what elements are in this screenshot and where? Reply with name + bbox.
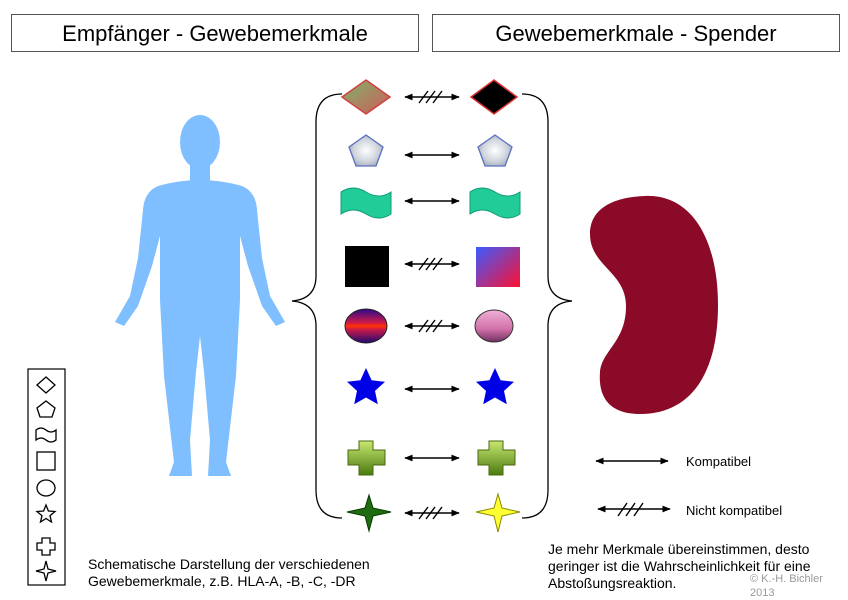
diamond-icon xyxy=(36,376,56,394)
probability-note-line2: geringer ist die Wahrscheinlichkeit für … xyxy=(548,558,811,574)
schematic-note-line2: Gewebemerkmale, z.B. HLA-A, -B, -C, -DR xyxy=(88,573,356,589)
wave-flag-icon xyxy=(340,187,392,219)
pentagon-icon xyxy=(348,134,384,167)
left-brace xyxy=(291,93,343,519)
cross-icon xyxy=(477,440,516,476)
pentagon-icon xyxy=(477,134,513,167)
incompatible-hatch xyxy=(418,319,443,333)
recipient-shapes xyxy=(340,79,392,533)
star-icon xyxy=(347,368,385,405)
cross-icon xyxy=(347,440,386,476)
four-point-star-icon xyxy=(346,493,392,533)
circle-icon xyxy=(36,479,56,497)
schematic-note: Schematische Darstellung der verschieden… xyxy=(88,556,408,590)
circle-icon xyxy=(344,308,388,344)
recipient-header: Empfänger - Gewebemerkmale xyxy=(11,14,419,52)
cross-icon xyxy=(36,537,56,556)
wave-flag-icon xyxy=(469,187,521,219)
relation-arrows xyxy=(404,90,460,520)
copyright-line1: © K.-H. Bichler xyxy=(750,573,823,585)
pentagon-icon xyxy=(36,400,56,418)
star-icon xyxy=(476,368,514,405)
square-icon xyxy=(476,247,520,287)
circle-icon xyxy=(474,309,514,343)
shape-legend-icons xyxy=(35,376,57,582)
right-brace xyxy=(521,93,573,519)
human-silhouette xyxy=(115,115,285,476)
diamond-icon xyxy=(340,79,392,115)
legend-incompatible-hatch xyxy=(617,502,644,517)
square-icon xyxy=(36,451,56,471)
probability-note: Je mehr Merkmale übereinstimmen, desto g… xyxy=(548,541,848,592)
incompatible-hatch xyxy=(418,506,443,520)
four-point-star-icon xyxy=(35,560,57,582)
legend-incompatible-label: Nicht kompatibel xyxy=(686,503,783,518)
copyright-note: © K.-H. Bichler 2013 xyxy=(750,572,823,600)
diamond-icon xyxy=(469,79,519,115)
incompatible-hatch xyxy=(418,90,443,104)
schematic-note-line1: Schematische Darstellung der verschieden… xyxy=(88,556,370,572)
probability-note-line3: Abstoßungsreaktion. xyxy=(548,575,677,591)
probability-note-line1: Je mehr Merkmale übereinstimmen, desto xyxy=(548,541,810,557)
donor-header: Gewebemerkmale - Spender xyxy=(432,14,840,52)
star-icon xyxy=(35,503,57,524)
incompatible-hatch xyxy=(418,257,443,271)
four-point-star-icon xyxy=(475,492,521,533)
legend-compatible-label: Kompatibel xyxy=(686,454,752,469)
kidney-shape xyxy=(590,195,718,414)
shape-legend-box xyxy=(27,368,66,586)
wave-flag-icon xyxy=(35,427,57,443)
donor-shapes xyxy=(469,79,521,533)
square-icon xyxy=(345,246,389,287)
copyright-line2: 2013 xyxy=(750,587,775,599)
